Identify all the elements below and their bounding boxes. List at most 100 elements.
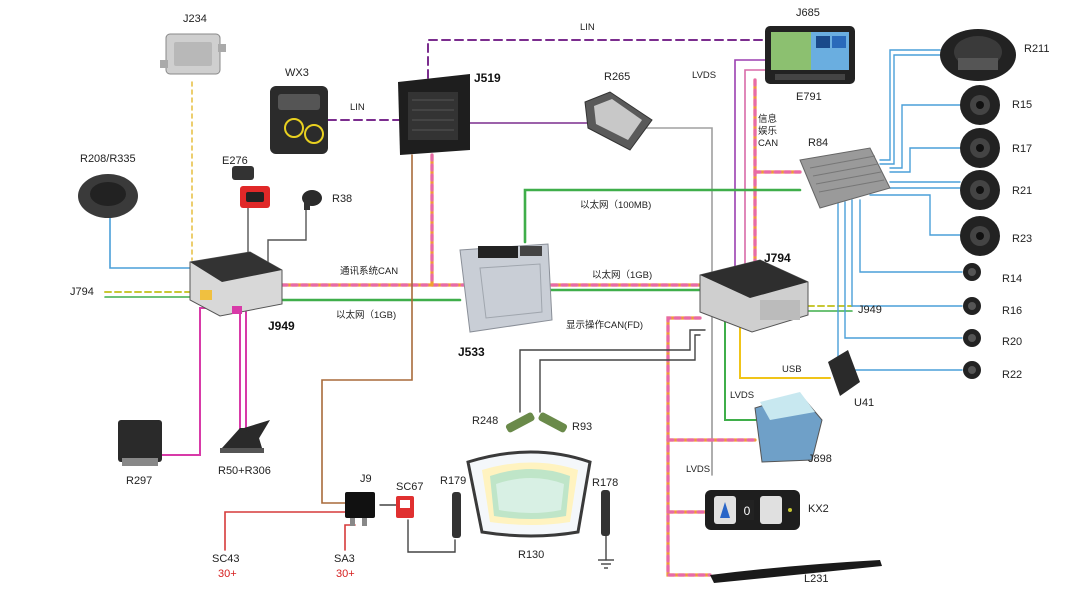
label-r130: R130 [518,549,544,561]
label-r23: R23 [1012,233,1032,245]
r15-speaker[interactable] [960,85,1000,125]
r297-module[interactable] [118,420,162,466]
label-usb: USB [782,364,802,375]
label-lvds-kx2: LVDS [686,464,710,475]
r22-tweeter[interactable] [963,361,981,379]
label-j234: J234 [183,13,207,25]
wire-sc67-r179 [407,519,456,553]
windshield-r130[interactable] [466,450,592,538]
label-infotainment-can-3: CAN [758,138,778,149]
r178-heater[interactable] [601,490,610,536]
u41-usb-hub[interactable] [828,350,860,396]
speaker-wire-r20 [844,201,963,339]
wx3-overhead-unit[interactable] [270,86,328,154]
power-wire-sa3 [344,524,356,551]
label-r16: R16 [1002,305,1022,317]
r17-speaker[interactable] [960,128,1000,168]
j898-module[interactable] [754,392,823,463]
j794-right-module[interactable] [699,259,809,333]
speaker-wire-r17 [889,147,961,173]
lvds-wire-r265-j794 [639,127,713,291]
label-j949-right: J949 [858,304,882,316]
lvds-wire-j794-j898 [724,321,759,421]
ground-symbol [598,559,614,569]
e276-switch[interactable] [232,166,270,208]
wire-j794-r248 [519,329,706,413]
label-r211: R211 [1024,43,1049,55]
r179-heater[interactable] [452,492,461,538]
label-lvds-j685: LVDS [692,70,716,81]
speaker-wire-r15 [889,104,961,169]
r50-r306-antenna[interactable] [220,420,270,453]
r208-speaker[interactable] [78,174,138,218]
lin-wire-j519-j685 [427,39,766,79]
r38-sensor[interactable] [302,190,322,210]
j533-gateway[interactable] [459,243,553,333]
lvds-wire-j685-j794 [744,69,784,271]
speaker-wire-r14 [859,199,963,273]
label-u41: U41 [854,397,874,409]
label-r20: R20 [1002,336,1022,348]
label-j9: J9 [360,473,372,485]
label-e276: E276 [222,155,248,167]
label-r93: R93 [572,421,592,433]
r248-heater[interactable] [505,411,536,433]
label-r21: R21 [1012,185,1032,197]
label-ethernet-100mb: 以太网（100MB) [580,199,651,211]
r93-heater[interactable] [537,411,568,433]
r20-tweeter[interactable] [963,329,981,347]
r16-tweeter[interactable] [963,297,981,315]
l231-wiper[interactable] [710,560,882,583]
display-can-wire [666,316,712,577]
r21-speaker[interactable] [960,170,1000,210]
label-j794-left: J794 [70,286,94,298]
label-ethernet-1gb-right: 以太网（1GB) [592,269,652,281]
label-sa3-volt: 30+ [336,568,355,580]
label-j898: J898 [808,453,832,465]
j519-module[interactable] [398,74,470,155]
j685-display[interactable] [765,26,855,84]
r211-speaker[interactable] [940,29,1016,81]
label-lvds-j898: LVDS [730,390,754,401]
r84-amplifier[interactable] [799,147,891,209]
label-r208: R208/R335 [80,153,136,165]
label-j949-left: J949 [268,319,295,333]
label-sa3: SA3 [334,553,355,565]
label-j794-right: J794 [764,251,791,265]
label-l231: L231 [804,573,828,585]
ethernet-100mb-wire [523,188,802,244]
brown-wire-j519-j9 [321,154,413,504]
wires [104,39,963,577]
label-r14: R14 [1002,273,1022,285]
label-j685: J685 [796,7,820,19]
speaker-wire-r22 [837,201,963,371]
j9-relay[interactable] [345,492,375,526]
j234-module[interactable] [160,33,226,75]
label-wx3: WX3 [285,67,309,79]
r38-wire [267,207,307,263]
label-r297: R297 [126,475,152,487]
kx2-panel[interactable]: 0 [705,490,800,530]
label-r248: R248 [472,415,498,427]
label-j519: J519 [474,71,501,85]
r14-tweeter[interactable] [963,263,981,281]
r265-module[interactable] [584,91,653,151]
label-r50: R50+R306 [218,465,271,477]
label-lin-top: LIN [580,22,595,33]
kx2-digit: 0 [744,504,751,518]
speaker-wire-r23 [869,194,961,236]
speaker-wire-r211b [879,54,941,165]
purple-wire-j685-j794 [734,59,773,286]
label-r178: R178 [592,477,618,489]
label-sc43-volt: 30+ [218,568,237,580]
label-r265: R265 [604,71,630,83]
j949-left-module[interactable] [189,251,283,317]
label-comm-can: 通讯系统CAN [340,265,398,277]
label-kx2: KX2 [808,503,829,515]
label-r22: R22 [1002,369,1022,381]
label-j533: J533 [458,345,485,359]
labels: J234 WX3 J519 R265 J685 E791 R211 R15 R1… [70,7,1049,585]
r23-speaker[interactable] [960,216,1000,256]
sc67-fuse[interactable] [396,496,414,518]
